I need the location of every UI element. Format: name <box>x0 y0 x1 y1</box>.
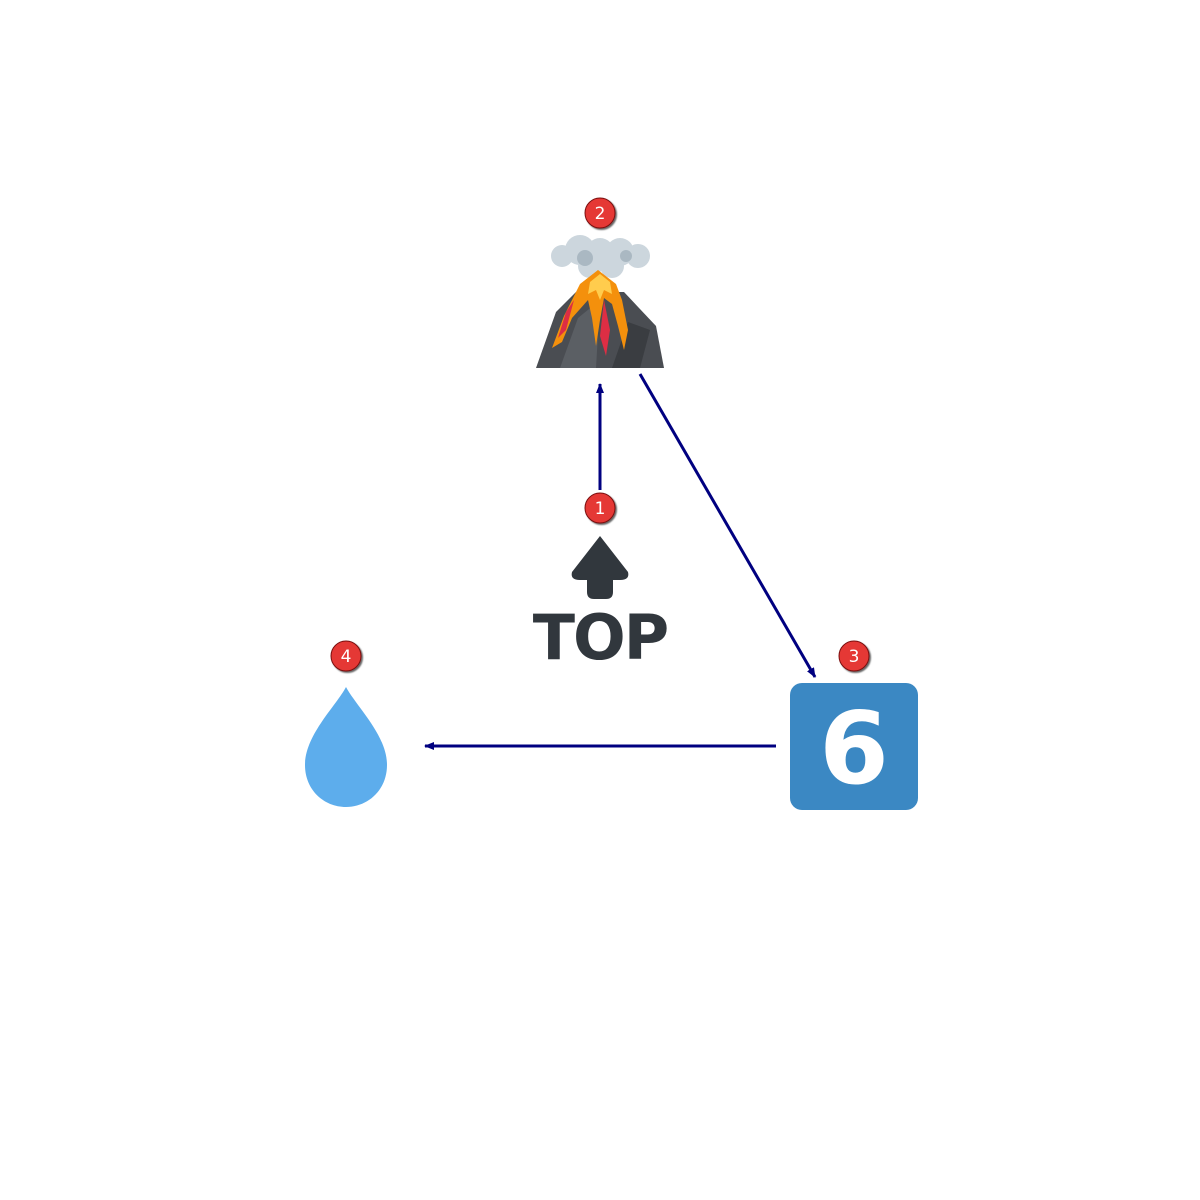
top-label: TOP <box>533 601 667 674</box>
badge-1-label: 1 <box>595 499 606 519</box>
node-keycap-six[interactable]: 6 3 <box>790 640 918 810</box>
droplet-icon <box>305 687 387 807</box>
top-arrow-icon: TOP <box>533 536 669 674</box>
edge-2-to-3 <box>638 373 817 678</box>
edges <box>424 373 817 750</box>
badge-2: 2 <box>584 197 616 229</box>
node-droplet[interactable]: 4 <box>305 640 387 807</box>
badge-4-label: 4 <box>341 647 352 667</box>
volcano-icon <box>536 235 664 368</box>
node-top[interactable]: TOP 1 <box>533 492 669 674</box>
badge-4: 4 <box>330 640 362 672</box>
badge-3-label: 3 <box>849 647 860 667</box>
badge-2-label: 2 <box>595 204 606 224</box>
badge-1: 1 <box>584 492 616 524</box>
keycap-six-icon: 6 <box>790 683 918 810</box>
badge-3: 3 <box>838 640 870 672</box>
node-volcano[interactable]: 2 <box>536 197 664 368</box>
keycap-six-label: 6 <box>819 690 889 807</box>
